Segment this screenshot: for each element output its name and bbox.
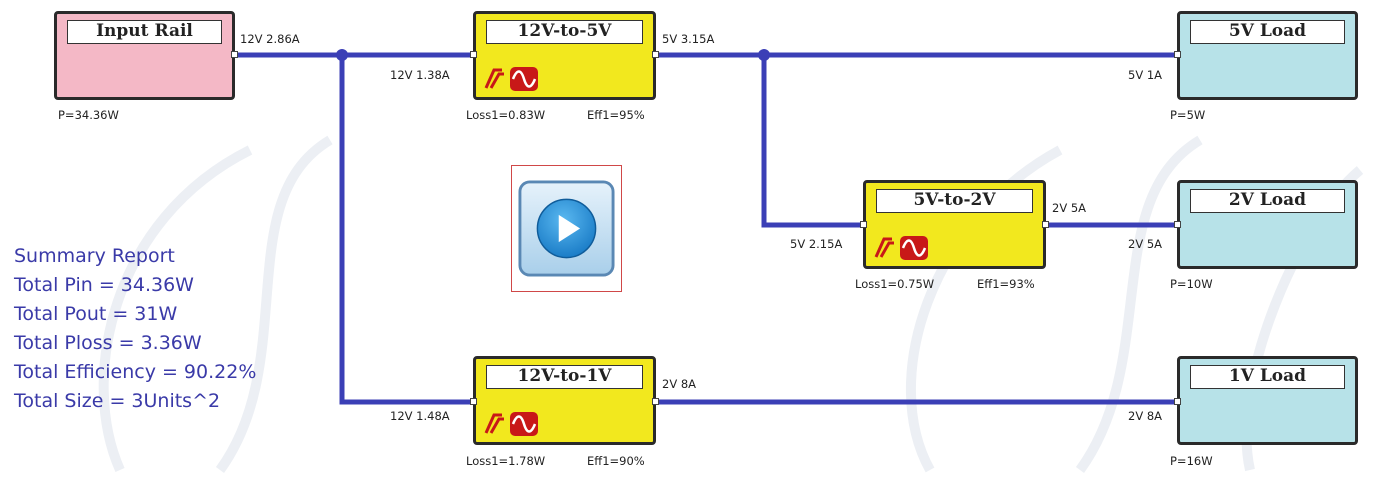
converter-12v-to-5v-block[interactable]: 12V-to-5V — [473, 11, 656, 100]
converter-eff: Eff1=93% — [977, 277, 1035, 291]
input-rail-block[interactable]: Input Rail — [54, 11, 235, 100]
output-port[interactable] — [1042, 221, 1049, 228]
linear-tech-logo-icon — [874, 236, 928, 260]
summary-total-pin: Total Pin = 34.36W — [14, 274, 194, 296]
summary-total-pout: Total Pout = 31W — [14, 303, 178, 325]
load-5v-block[interactable]: 5V Load — [1177, 11, 1358, 100]
play-icon — [558, 214, 581, 243]
load-1v-block[interactable]: 1V Load — [1177, 356, 1358, 445]
input-port[interactable] — [1174, 51, 1181, 58]
converter-eff: Eff1=95% — [587, 108, 645, 122]
input-port[interactable] — [1174, 221, 1181, 228]
input-port[interactable] — [1174, 398, 1181, 405]
block-title: 2V Load — [1190, 189, 1345, 213]
converter-in-label: 12V 1.48A — [390, 409, 450, 423]
junction-dot — [758, 49, 770, 61]
load-in-label: 5V 1A — [1128, 68, 1163, 82]
load-in-label: 2V 5A — [1128, 237, 1163, 251]
converter-in-label: 12V 1.38A — [390, 68, 450, 82]
linear-tech-logo-icon — [484, 67, 538, 91]
output-port[interactable] — [231, 51, 238, 58]
converter-in-label: 5V 2.15A — [790, 237, 843, 251]
converter-out-label: 2V 5A — [1052, 201, 1087, 215]
input-port[interactable] — [470, 51, 477, 58]
play-button[interactable] — [518, 180, 615, 277]
wires — [235, 52, 1180, 405]
linear-tech-logo-icon — [484, 412, 538, 436]
converter-out-label: 5V 3.15A — [662, 32, 715, 46]
block-title: 12V-to-5V — [486, 20, 643, 44]
junction-dot — [336, 49, 348, 61]
input-port[interactable] — [470, 398, 477, 405]
converter-out-label: 2V 8A — [662, 377, 697, 391]
input-rail-power: P=34.36W — [58, 108, 119, 122]
summary-total-ploss: Total Ploss = 3.36W — [14, 332, 202, 354]
play-button-frame — [511, 165, 622, 292]
load-in-label: 2V 8A — [1128, 409, 1163, 423]
output-port[interactable] — [652, 51, 659, 58]
output-port[interactable] — [652, 398, 659, 405]
load-power: P=16W — [1170, 454, 1213, 468]
summary-heading: Summary Report — [14, 245, 175, 267]
input-port[interactable] — [860, 221, 867, 228]
converter-eff: Eff1=90% — [587, 454, 645, 468]
summary-report: Summary Report Total Pin = 34.36W Total … — [14, 242, 256, 416]
load-2v-block[interactable]: 2V Load — [1177, 180, 1358, 269]
converter-5v-to-2v-block[interactable]: 5V-to-2V — [863, 180, 1046, 269]
load-power: P=10W — [1170, 277, 1213, 291]
converter-loss: Loss1=0.83W — [466, 108, 546, 122]
block-title: 5V-to-2V — [876, 189, 1033, 213]
converter-loss: Loss1=0.75W — [855, 277, 935, 291]
summary-total-efficiency: Total Efficiency = 90.22% — [14, 361, 257, 383]
converter-loss: Loss1=1.78W — [466, 454, 546, 468]
block-title: 1V Load — [1190, 365, 1345, 389]
summary-total-size: Total Size = 3Units^2 — [14, 390, 221, 412]
input-rail-out-label: 12V 2.86A — [240, 32, 300, 46]
block-title: 12V-to-1V — [486, 365, 643, 389]
load-power: P=5W — [1170, 108, 1206, 122]
converter-12v-to-1v-block[interactable]: 12V-to-1V — [473, 356, 656, 445]
block-title: Input Rail — [67, 20, 222, 44]
block-title: 5V Load — [1190, 20, 1345, 44]
background-watermark — [98, 135, 1364, 473]
